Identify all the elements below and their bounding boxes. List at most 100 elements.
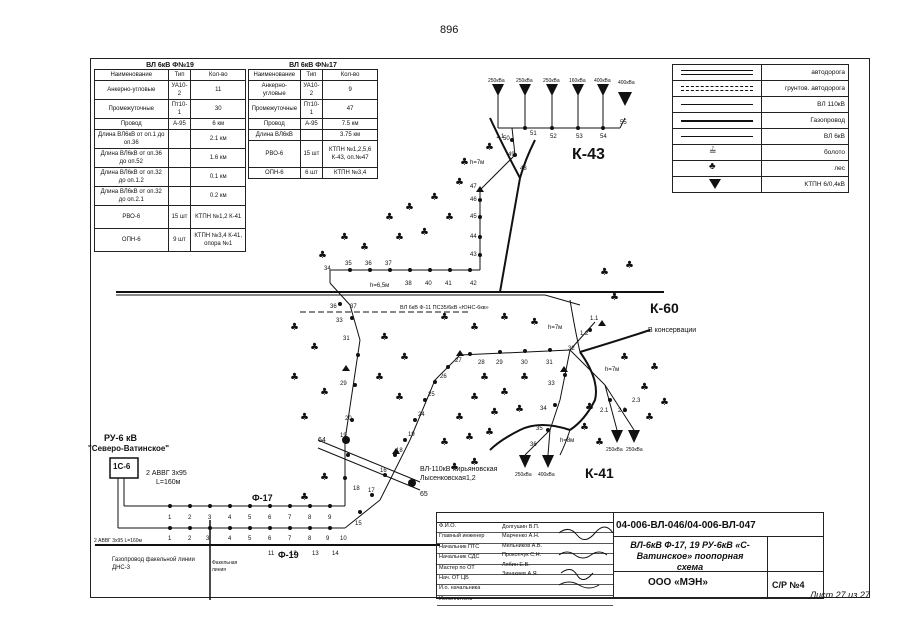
forest-icon: ♣ [645,412,654,423]
ru-title: РУ-6 кВ [104,433,137,443]
forest-icon: ♣ [400,352,409,363]
legend-row: ♣ лес [673,161,848,177]
table-cell: ОПН-6 [248,167,301,179]
pole-marker [348,268,352,272]
ru-name: "Северо-Ватинское" [88,444,170,453]
ktpn-icon [519,84,531,96]
forest-icon: ♣ [320,472,329,483]
stamp-name: Прокопчук С.Н. [502,552,542,559]
road-line [559,429,571,456]
stamp-name: Марченко А.Н. [502,533,540,540]
road-line [544,294,581,306]
pole-marker [268,526,272,530]
pole-marker [623,408,627,412]
vl6-line [569,349,606,386]
legend-row: грунтов. автодорога [673,81,848,97]
op65-label: 65 [420,491,428,498]
pole-marker [510,138,514,142]
pole-number: 36 [330,304,337,310]
legend-row: автодорога [673,65,848,81]
pole-number: 50 [503,136,510,142]
pole-marker [498,350,502,354]
pole-number: 4 [228,515,232,521]
pole-large-marker [408,479,416,487]
pole-marker [478,198,482,202]
pole-number: 36 [530,442,537,448]
table-cell: КТПН №3,4 К-41, опора №1 [190,228,246,252]
pole-marker [433,380,437,384]
pole-number: 24 [418,412,425,418]
vl6-line [511,127,516,156]
ktpn-icon [546,84,558,96]
legend-label: грунтов. автодорога [784,85,845,92]
pole-number: 46 [470,197,477,203]
ktpn-icon [542,455,554,468]
pole-number: 1.2 [580,331,589,337]
forest-icon: ♣ [480,372,489,383]
stamp-names: Долгушин В.П. Марченко А.Н. Мельников А.… [502,523,542,579]
forest-icon: ♣ [455,412,464,423]
forest-icon: ♣ [520,372,529,383]
pole-number: 1.1 [496,134,505,140]
pole-marker [356,353,360,357]
forest-icon: ♣ [455,177,464,188]
pole-number: 3 [208,515,212,521]
pole-marker [370,493,374,497]
pole-number: 16 [380,468,387,474]
forest-icon: ♣ [600,267,609,278]
pole-marker [168,526,172,530]
legend: автодорога грунтов. автодорога ВЛ 110кВ … [672,64,849,193]
stamp-name: Долгушин В.П. [502,524,540,530]
road-line [519,139,536,179]
pole-number: 51 [530,131,537,137]
forest-icon: ♣ [620,352,629,363]
forest-icon: ♣ [445,212,454,223]
pole-number: 33 [548,381,555,387]
vl6-line [547,429,551,456]
pole-marker [308,504,312,508]
pole-number: 26 [440,374,447,380]
forest-icon: ♣ [460,157,469,168]
pole-marker [358,510,362,514]
pole-number: 29 [340,381,347,387]
pole-marker [523,126,527,130]
gas-pipe-label: Газопровод факельной линии ДНС-3 [112,557,195,571]
forest-icon: ♣ [530,317,539,328]
pole-number: 36 [365,261,372,267]
table-cell: Пт10-1 [167,99,192,119]
forest-icon: ♣ [580,422,589,433]
forest-icon: ♣ [395,232,404,243]
vl110-line [317,439,421,483]
pole-marker [248,526,252,530]
pole-number: 34 [324,266,331,272]
vl6-line [604,384,618,431]
pole-number: 11 [268,551,275,557]
pole-marker [413,418,417,422]
pole-number: 40 [425,281,432,287]
tp-power-label: 250кВа [516,78,533,84]
pole-marker [428,268,432,272]
stamp-role: Мастер по ОТ [437,565,613,575]
legend-label: автодорога [811,69,845,76]
pole-number: 10 [340,536,347,542]
pole-marker [388,268,392,272]
pole-number: 47 [470,184,477,190]
vl110-symbol [673,97,762,112]
pole-number: 34 [540,406,547,412]
vl6-line [604,384,635,431]
table-cell: 1.6 км [190,148,246,168]
pole-number: 35 [536,426,543,432]
pole-number: 43 [470,252,477,258]
pole-number: 32 [568,346,575,352]
pole-number: 6 [268,515,272,521]
table-f17: ВЛ 6кВ Ф№17 Наименование Тип Кол-во Анке… [248,62,378,179]
table-f19: ВЛ 6кВ Ф№19 Наименование Тип Кол-во Анке… [94,62,246,252]
f17-label: Ф-17 [252,493,273,503]
swamp-symbol: ≟ [673,145,762,160]
table-cell: 9 шт [167,228,192,252]
forest-icon: ♣ [450,462,459,473]
table-f19-title: ВЛ 6кВ Ф№19 [146,62,194,69]
pole-marker [288,526,292,530]
table-cell: КТПН №1,2,5,6 К-43, оп.№47 [322,140,378,168]
pole-marker [523,349,527,353]
